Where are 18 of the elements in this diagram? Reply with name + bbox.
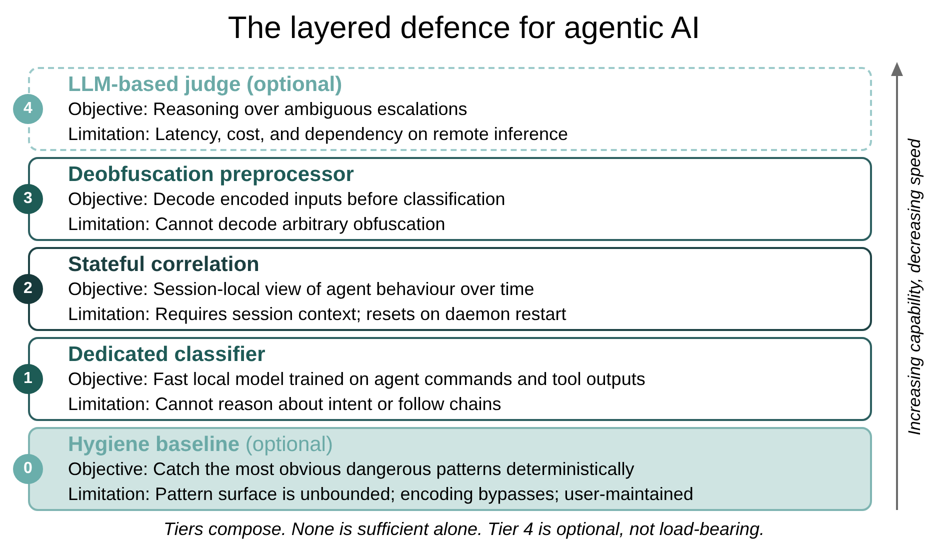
tier-heading: Hygiene baseline (optional) [68,433,333,457]
diagram-title: The layered defence for agentic AI [226,9,702,47]
axis-label: Increasing capability, decreasing speed [905,138,925,436]
limitation-text: Limitation: Cannot decode arbitrary obfuscation [68,213,446,236]
objective-text: Objective: Reasoning over ambiguous escalations [68,98,468,121]
tier-heading: LLM-based judge (optional) [68,73,342,97]
objective-text: Objective: Fast local model trained on agent commands and tool outputs [68,368,646,391]
objective-text: Objective: Decode encoded inputs before classification [68,188,506,211]
limitation-text: Limitation: Pattern surface is unbounded; encoding bypasses; user-maintained [68,483,694,506]
caption: Tiers compose. None is sufficient alone. Tier 4 is optional, not load-bearing. [162,518,766,540]
tier-heading: Stateful correlation [68,253,260,277]
limitation-text: Limitation: Latency, cost, and dependency on remote inference [68,123,568,146]
limitation-text: Limitation: Cannot reason about intent or follow chains [68,393,502,416]
tier-heading: Dedicated classifier [68,343,266,367]
tier-heading: Deobfuscation preprocessor [68,163,354,187]
objective-text: Objective: Session-local view of agent behaviour over time [68,278,534,301]
objective-text: Objective: Catch the most obvious dangerous patterns deterministically [68,458,634,481]
limitation-text: Limitation: Requires session context; resets on daemon restart [68,303,566,326]
